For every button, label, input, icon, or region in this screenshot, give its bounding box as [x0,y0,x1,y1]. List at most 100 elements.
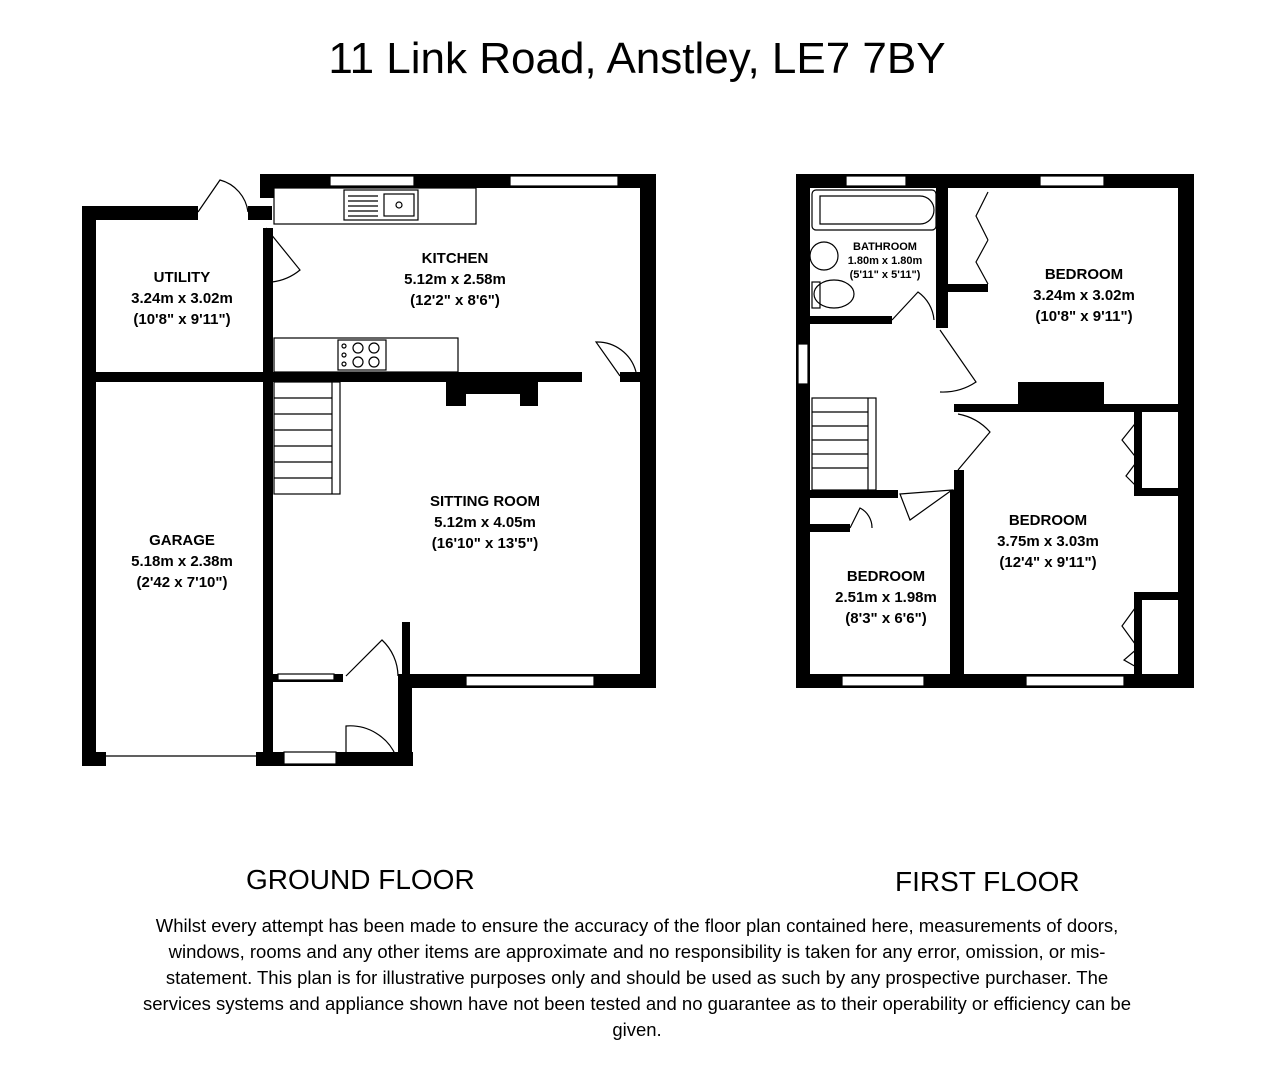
garage-name: GARAGE [149,532,215,549]
svg-text:(5'11" x 5'11"): (5'11" x 5'11") [850,269,921,281]
kitchen-sink-bowl [383,193,415,217]
bedroom1-door [939,329,977,393]
svg-text:3.24m x 3.02m: 3.24m x 3.02m [1033,287,1135,304]
sitting-room-imperial: (16'10" x 13'5") [432,535,538,552]
bathroom-wall-bottom [810,316,892,324]
kitchen-sink [343,189,419,221]
kitchen-worktop-top [273,187,477,225]
ground-wall-left-main-lower [263,228,273,766]
svg-text:3.24m x 3.02m: 3.24m x 3.02m [131,290,233,307]
ground-wall-right [640,174,656,688]
svg-text:BEDROOM: BEDROOM [847,568,925,585]
bath-tub [811,189,937,231]
bedroom3-wall-top [810,490,898,498]
porch-top-window [277,673,335,681]
svg-text:BATHROOM: BATHROOM [853,241,917,253]
svg-text:(12'2" x 8'6"): (12'2" x 8'6") [410,292,500,309]
svg-text:GARAGE: GARAGE [149,532,215,549]
bathroom-window [845,175,907,187]
bedroom1-metric: 3.24m x 3.02m [1033,287,1135,304]
first-floor-plan: BATHROOM 1.80m x 1.80m (5'11" x 5'11") B… [796,174,1194,688]
svg-text:2.51m x 1.98m: 2.51m x 1.98m [835,589,937,606]
svg-text:5.18m x 2.38m: 5.18m x 2.38m [131,553,233,570]
svg-text:BEDROOM: BEDROOM [1045,266,1123,283]
porch-wall-right [398,674,412,766]
bathroom-metric: 1.80m x 1.80m [848,255,923,267]
svg-text:(8'3" x 6'6"): (8'3" x 6'6") [845,610,926,627]
ground-floor-label: GROUND FLOOR [246,864,475,895]
sitting-room-name: SITTING ROOM [430,493,540,510]
first-floor-label: FIRST FLOOR [895,866,1080,897]
kitchen-imperial: (12'2" x 8'6") [410,292,500,309]
svg-text:3.75m x 3.03m: 3.75m x 3.03m [997,533,1099,550]
kitchen-metric: 5.12m x 2.58m [404,271,506,288]
first-floor-stairs [811,397,877,491]
bathroom-name: BATHROOM [853,241,917,253]
first-wall-left [796,174,810,688]
svg-text:(10'8" x 9'11"): (10'8" x 9'11") [1035,308,1132,325]
kitchen-window-left [329,175,415,187]
utility-imperial: (10'8" x 9'11") [133,311,230,328]
bedroom3-name: BEDROOM [847,568,925,585]
bedroom1-chimney [1018,382,1104,406]
kitchen-utility-door [265,227,301,283]
bedroom2-door [957,413,991,471]
bedroom3-cupboard [810,524,850,532]
svg-text:(16'10" x 13'5"): (16'10" x 13'5") [432,535,538,552]
bedroom3-metric: 2.51m x 1.98m [835,589,937,606]
kitchen-sitting-divider-right [620,372,646,382]
porch-window [283,751,337,765]
bedroom2-imperial: (12'4" x 9'11") [999,554,1096,571]
porch-inner-door [345,639,399,677]
garage-wall-bottom-left [82,752,106,766]
sitting-room-metric: 5.12m x 4.05m [434,514,536,531]
bedroom2-metric: 3.75m x 3.03m [997,533,1099,550]
landing-window [797,343,809,385]
plan-title: 11 Link Road, Anstley, LE7 7BY [328,34,946,83]
bathroom-bedroom-divider [936,188,948,328]
kitchen-hob [337,339,387,371]
bedroom1-window [1039,175,1105,187]
svg-text:5.12m x 4.05m: 5.12m x 4.05m [434,514,536,531]
toilet [813,279,855,309]
utility-external-door [197,179,249,213]
bedroom1-imperial: (10'8" x 9'11") [1035,308,1132,325]
basin [809,241,839,271]
porch-front-door [345,725,397,757]
bedroom1-bedroom2-divider [954,404,1182,412]
ground-wall-left-main [260,174,274,198]
svg-text:(12'4" x 9'11"): (12'4" x 9'11") [999,554,1096,571]
utility-name: UTILITY [154,269,211,286]
bedroom3-wall-right [950,490,960,680]
utility-wall-top [82,206,198,220]
svg-text:(10'8" x 9'11"): (10'8" x 9'11") [133,311,230,328]
svg-text:(2'42 x 7'10"): (2'42 x 7'10") [137,574,228,591]
svg-text:5.12m x 2.58m: 5.12m x 2.58m [404,271,506,288]
garage-imperial: (2'42 x 7'10") [137,574,228,591]
svg-text:KITCHEN: KITCHEN [422,250,489,267]
first-wall-right [1178,174,1194,688]
kitchen-name: KITCHEN [422,250,489,267]
kitchen-worktop-bottom [273,337,459,373]
disclaimer-text: Whilst every attempt has been made to en… [143,915,1131,1040]
kitchen-sitting-door [594,341,637,377]
bedroom1-name: BEDROOM [1045,266,1123,283]
bedroom3-door [899,489,955,521]
utility-wall-top-right [248,206,272,220]
garage-wall-left [82,206,96,766]
bedroom2-name: BEDROOM [1009,512,1087,529]
sitting-room-window [465,675,595,687]
garage-metric: 5.18m x 2.38m [131,553,233,570]
bathroom-imperial: (5'11" x 5'11") [850,269,921,281]
bedroom1-wardrobe-wall [948,284,988,292]
svg-text:1.80m x 1.80m: 1.80m x 1.80m [848,255,923,267]
svg-text:UTILITY: UTILITY [154,269,211,286]
bathroom-door [891,291,935,321]
ground-floor-plan: UTILITY 3.24m x 3.02m (10'8" x 9'11") KI… [82,174,656,766]
bedroom2-window [1025,675,1125,687]
ground-floor-stairs [273,381,341,495]
utility-metric: 3.24m x 3.02m [131,290,233,307]
sitting-room-chimney [446,380,538,406]
kitchen-window-right [509,175,619,187]
